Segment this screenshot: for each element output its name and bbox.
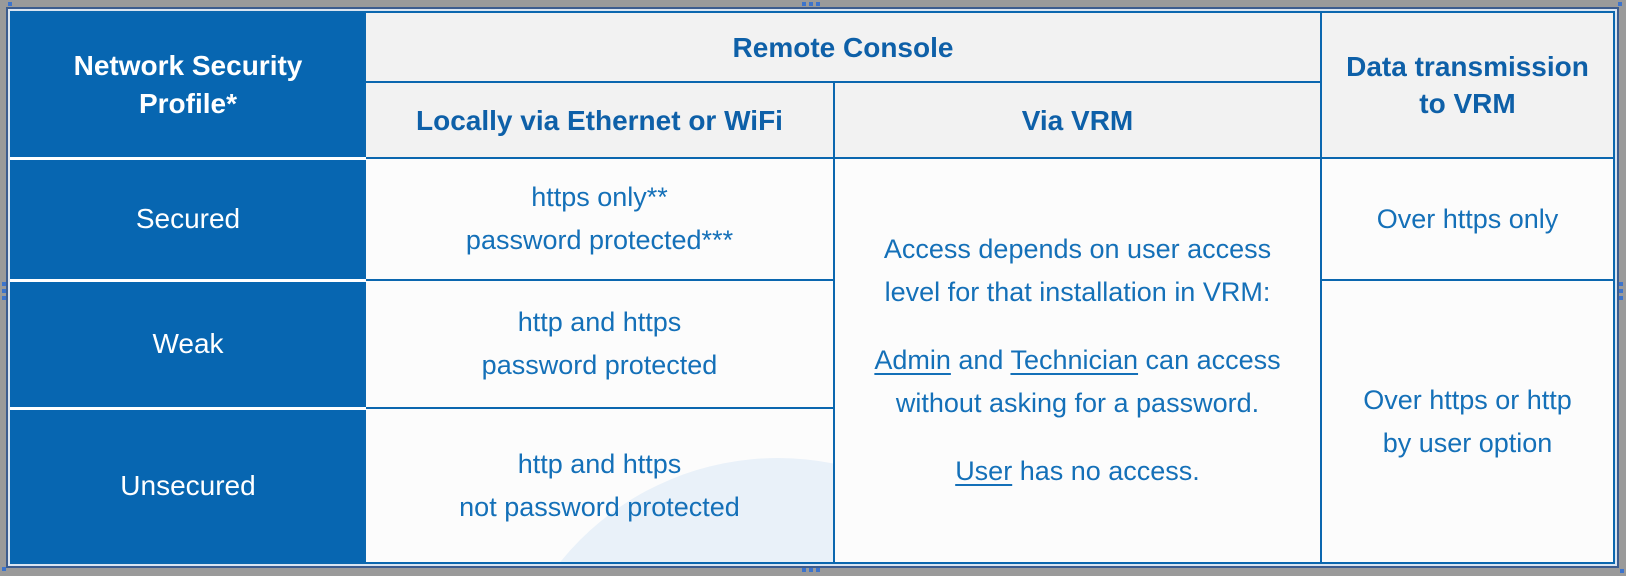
transmission-merged-line-1: Over https or http [1363,384,1572,415]
unsecured-local-line-1: http and https [517,448,682,479]
vrm-access-intro: Access depends on user access level for … [835,228,1320,314]
weak-local-line-2: password protected [481,350,718,380]
technician-term: Technician [1010,345,1139,375]
header-remote-console: Remote Console [364,11,1322,83]
cell-secured-local-access: https only** password protected*** [364,157,835,281]
row-label-weak: Weak [10,279,366,410]
table-frame: Network Security Profile* Remote Console… [6,7,1619,568]
resize-handle-right-middle[interactable] [1619,282,1623,300]
row-label-secured: Secured [10,157,366,282]
and-separator: and [950,345,1011,375]
network-security-table: Network Security Profile* Remote Console… [10,11,1615,564]
header-data-transmission-to-vrm: Data transmission to VRM [1320,11,1615,159]
header-locally-via-ethernet-or-wifi: Locally via Ethernet or WiFi [364,81,835,159]
header-network-security-profile-text: Network Security Profile* [73,49,303,119]
resize-handle-bottom-left[interactable] [2,567,6,571]
resize-handle-top-left[interactable] [8,2,12,6]
can-access-suffix: can access [1138,345,1281,375]
header-network-security-profile: Network Security Profile* [10,11,366,160]
header-via-vrm: Via VRM [833,81,1322,159]
table-frame-inner: Network Security Profile* Remote Console… [8,9,1617,566]
secured-local-line-1: https only** [531,182,668,212]
resize-handle-bottom-right[interactable] [1620,569,1624,573]
resize-handle-left-middle[interactable] [2,282,6,300]
header-data-transmission-text: Data transmission to VRM [1346,51,1589,119]
cell-vrm-access: Access depends on user access level for … [833,157,1322,564]
cell-weak-local-access: http and https password protected [364,279,835,409]
cell-secured-transmission: Over https only [1320,157,1615,281]
admin-term: Admin [874,345,951,375]
vrm-access-user: User has no access. [835,450,1320,493]
secured-local-line-2: password protected*** [465,225,734,255]
row-label-unsecured: Unsecured [10,407,366,564]
cell-unsecured-local-access: http and https not password protected [364,407,835,564]
cell-weak-unsecured-transmission: Over https or http by user option [1320,279,1615,564]
vrm-intro-line-2: level for that installation in VRM: [884,277,1271,307]
vrm-intro-line-1: Access depends on user access [883,234,1272,264]
user-term: User [955,456,1013,486]
vrm-access-admin-technician: Admin and Technician can access without … [835,339,1320,425]
resize-handle-top-right[interactable] [1618,2,1622,6]
unsecured-local-line-2: not password protected [459,491,740,522]
resize-handle-bottom-center[interactable] [802,568,820,572]
transmission-merged-line-2: by user option [1382,427,1553,458]
weak-local-line-1: http and https [517,307,682,337]
resize-handle-top-center[interactable] [802,2,820,6]
no-access-suffix: has no access. [1012,456,1200,486]
vrm-password-line: without asking for a password. [895,388,1260,418]
